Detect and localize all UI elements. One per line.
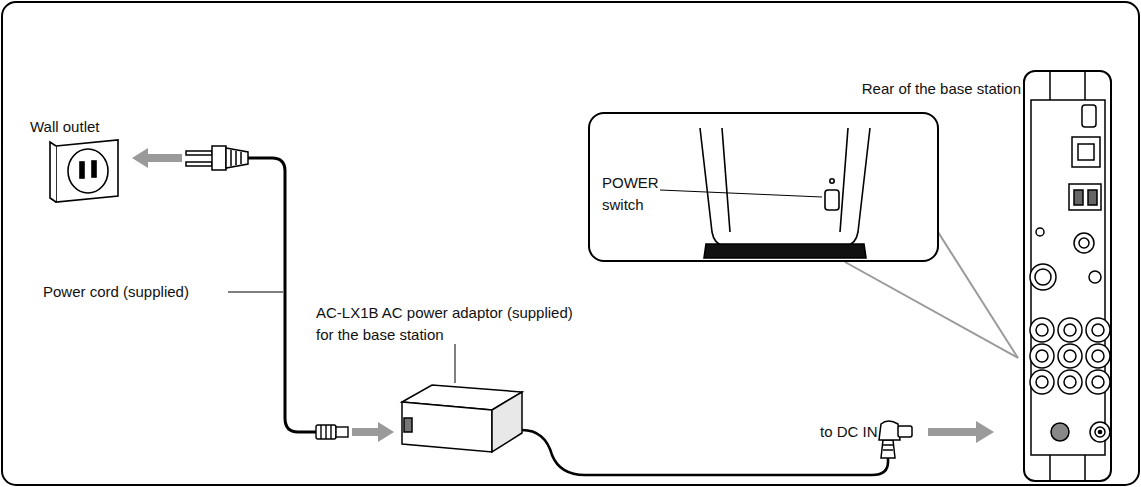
part-label: Power cord (supplied) (43, 281, 189, 303)
leader-line (660, 190, 822, 197)
cord-connector (316, 425, 348, 439)
insert-arrow (352, 422, 394, 442)
leader-line (228, 292, 283, 293)
power-cord (248, 158, 316, 432)
connection-label: to DC IN (820, 421, 878, 443)
power-plug (186, 146, 248, 170)
base-station-panel (1030, 72, 1110, 480)
dc-plug (879, 421, 912, 458)
insert-arrow (132, 148, 182, 168)
callout-wedge (845, 232, 1018, 358)
insert-arrow (928, 421, 994, 443)
part-label: Wall outlet (30, 116, 99, 138)
node-label: POWER switch (602, 172, 666, 216)
ac-adaptor (402, 385, 522, 452)
part-label: AC-LX1B AC power adaptor (supplied) for … (316, 302, 592, 346)
heading-label: Rear of the base station (862, 78, 1021, 100)
leader-line (455, 344, 456, 383)
base-station-housing: Rear of the base station (1023, 70, 1112, 482)
wall-outlet (50, 140, 118, 202)
inset-callout-box: POWER switch (588, 112, 939, 262)
